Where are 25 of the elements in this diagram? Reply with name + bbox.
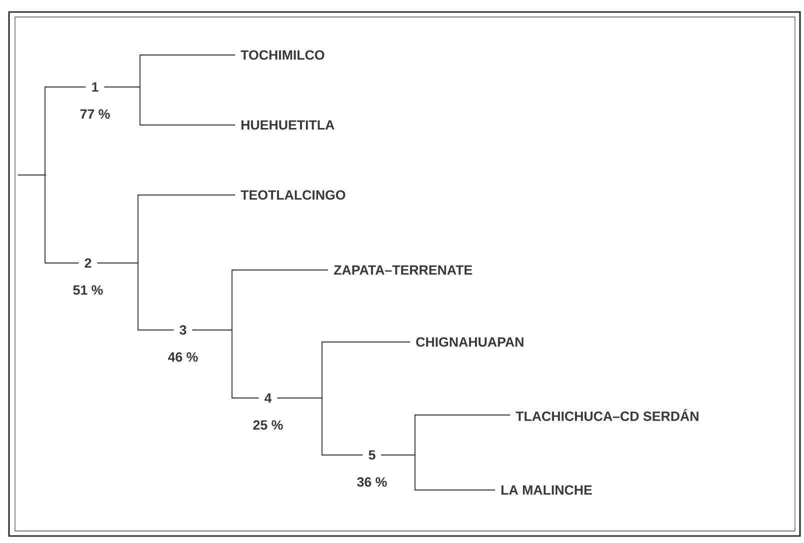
cluster-number: 5 (368, 450, 376, 460)
branch-line (18, 174, 46, 176)
leaf-label: ZAPATA–TERRENATE (334, 265, 472, 275)
branch-line (104, 86, 236, 126)
branch-line (44, 86, 86, 176)
branch-line (44, 174, 80, 264)
percentage: 77 % (80, 109, 110, 119)
branch-line (380, 454, 496, 490)
leaf-label: LA MALINCHE (502, 485, 592, 495)
cluster-number: 2 (84, 258, 92, 268)
branch-line (192, 330, 260, 398)
percentage: 46 % (168, 352, 198, 362)
percentage: 51 % (73, 285, 103, 295)
leaf-label: HUEHUETITLA (242, 120, 334, 130)
cluster-number: 1 (92, 82, 98, 92)
cluster-number: 4 (264, 393, 272, 403)
leaf-label: TOCHIMILCO (240, 50, 324, 60)
leaf-label: TEOTLALCINGO (240, 190, 346, 200)
branch-line (96, 262, 174, 330)
percentage: 25 % (253, 420, 283, 430)
leaf-label: TLACHICHUCA–CD SERDÁN (516, 409, 698, 421)
leaf-label: CHIGNAHUAPAN (416, 337, 524, 347)
branch-line (276, 398, 364, 456)
percentage: 36 % (357, 477, 387, 487)
cluster-number: 3 (180, 325, 186, 335)
